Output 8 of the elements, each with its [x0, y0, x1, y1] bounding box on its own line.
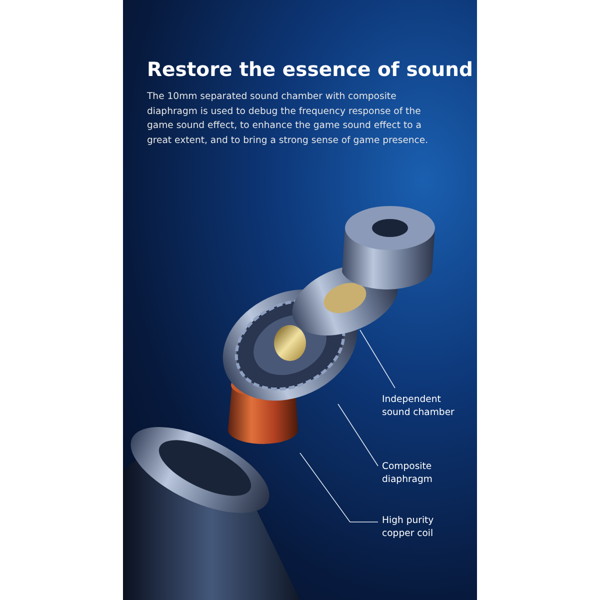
leader-line [338, 404, 378, 466]
heading: Restore the essence of sound [147, 58, 473, 81]
callout-label: Composite diaphragm [382, 460, 460, 486]
leader-line [300, 452, 378, 522]
callout-label: Independent sound chamber [382, 393, 460, 419]
description-paragraph: The 10mm separated sound chamber with composite diaphragm is used to debug the frequency response of the game sound effect, to enhance the game sound effect to a great extent, and to bring a strong sense of game presence. [147, 90, 430, 148]
leader-line [360, 330, 396, 388]
callout-label: High purity copper coil [382, 514, 460, 540]
